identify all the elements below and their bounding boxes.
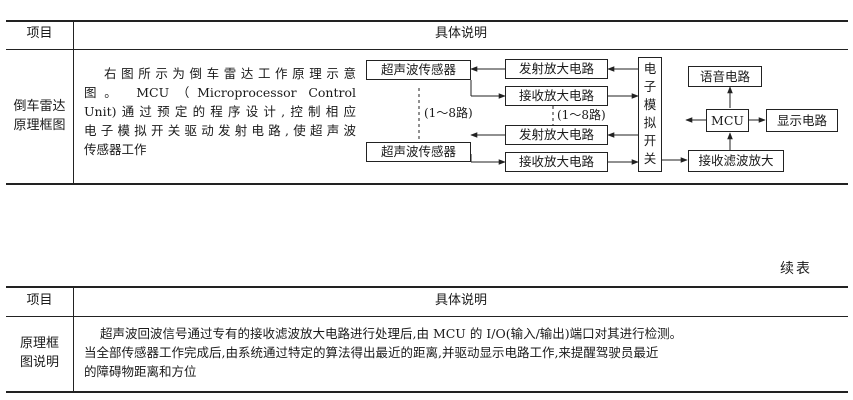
display-circuit-box: 显示电路: [766, 109, 838, 132]
table2-header-item: 项目: [26, 293, 53, 308]
transmit-amp-box-2: 发射放大电路: [505, 125, 608, 145]
receive-amp-box-2: 接收放大电路: [505, 152, 608, 172]
switch-char: 子: [643, 79, 657, 94]
electronic-analog-switch-box: 电 子 模 拟 开 关: [638, 57, 662, 172]
table2-column-divider: [73, 287, 74, 391]
table2-item-line: 原理框: [19, 336, 59, 351]
table1-item-line: 倒车雷达: [13, 99, 66, 114]
ultrasonic-sensor-box-2: 超声波传感器: [366, 142, 471, 162]
table1-top-rule: [6, 20, 848, 22]
table2-top-rule: [6, 286, 848, 288]
table1-item-cell: 倒车雷达 原理框图: [6, 97, 73, 135]
table2-text-line: 的障碍物距离和方位: [84, 364, 197, 379]
table2-bottom-rule: [6, 391, 848, 393]
table1-header-rule: [6, 49, 848, 50]
table1-bottom-rule: [6, 183, 848, 185]
switch-char: 拟: [643, 115, 657, 130]
table2-header-rule: [6, 316, 848, 317]
channel-count-label-a: (1～8路): [424, 106, 473, 120]
switch-char: 开: [643, 133, 657, 148]
channel-count-label-b: (1～8路): [557, 108, 606, 122]
table1-text-line: 右图所示为倒车雷达工作原理示意: [104, 66, 356, 81]
table2-description-cell: 超声波回波信号通过专有的接收滤波放大电路进行处理后,由 MCU 的 I/O(输入…: [84, 324, 840, 381]
table1-header-item: 项目: [26, 26, 53, 41]
receive-amp-box-1: 接收放大电路: [505, 86, 608, 106]
table1-header-description: 具体说明: [434, 26, 487, 41]
table2-header-description: 具体说明: [434, 293, 487, 308]
switch-char: 关: [643, 151, 657, 166]
table1-description-cell: 右图所示为倒车雷达工作原理示意 图。 MCU（Microprocessor Co…: [84, 64, 356, 159]
table1-item-line: 原理框图: [13, 118, 66, 133]
table1-text-line: 电子模拟开关驱动发射电路,使超声波: [84, 123, 356, 138]
table1-column-divider: [73, 21, 74, 183]
table1-text-line: Unit)通过预定的程序设计,控制相应: [84, 104, 356, 119]
switch-char: 模: [643, 97, 657, 112]
voice-circuit-box: 语音电路: [688, 66, 762, 87]
table1-text-line: 图。 MCU（Microprocessor Control: [84, 85, 356, 100]
receive-filter-amp-box: 接收滤波放大: [688, 150, 784, 172]
mcu-box: MCU: [706, 109, 749, 132]
table2-item-cell: 原理框 图说明: [6, 334, 73, 372]
transmit-amp-box-1: 发射放大电路: [505, 59, 608, 79]
table1-text-line: 传感器工作: [84, 142, 147, 157]
continued-table-label: 续表: [780, 261, 812, 277]
table2-text-line: 当全部传感器工作完成后,由系统通过特定的算法得出最近的距离,并驱动显示电路工作,…: [84, 345, 659, 360]
ultrasonic-sensor-box-1: 超声波传感器: [366, 60, 471, 80]
table2-text-line: 超声波回波信号通过专有的接收滤波放大电路进行处理后,由 MCU 的 I/O(输入…: [100, 326, 683, 341]
switch-char: 电: [643, 61, 657, 76]
table2-item-line: 图说明: [19, 355, 59, 370]
